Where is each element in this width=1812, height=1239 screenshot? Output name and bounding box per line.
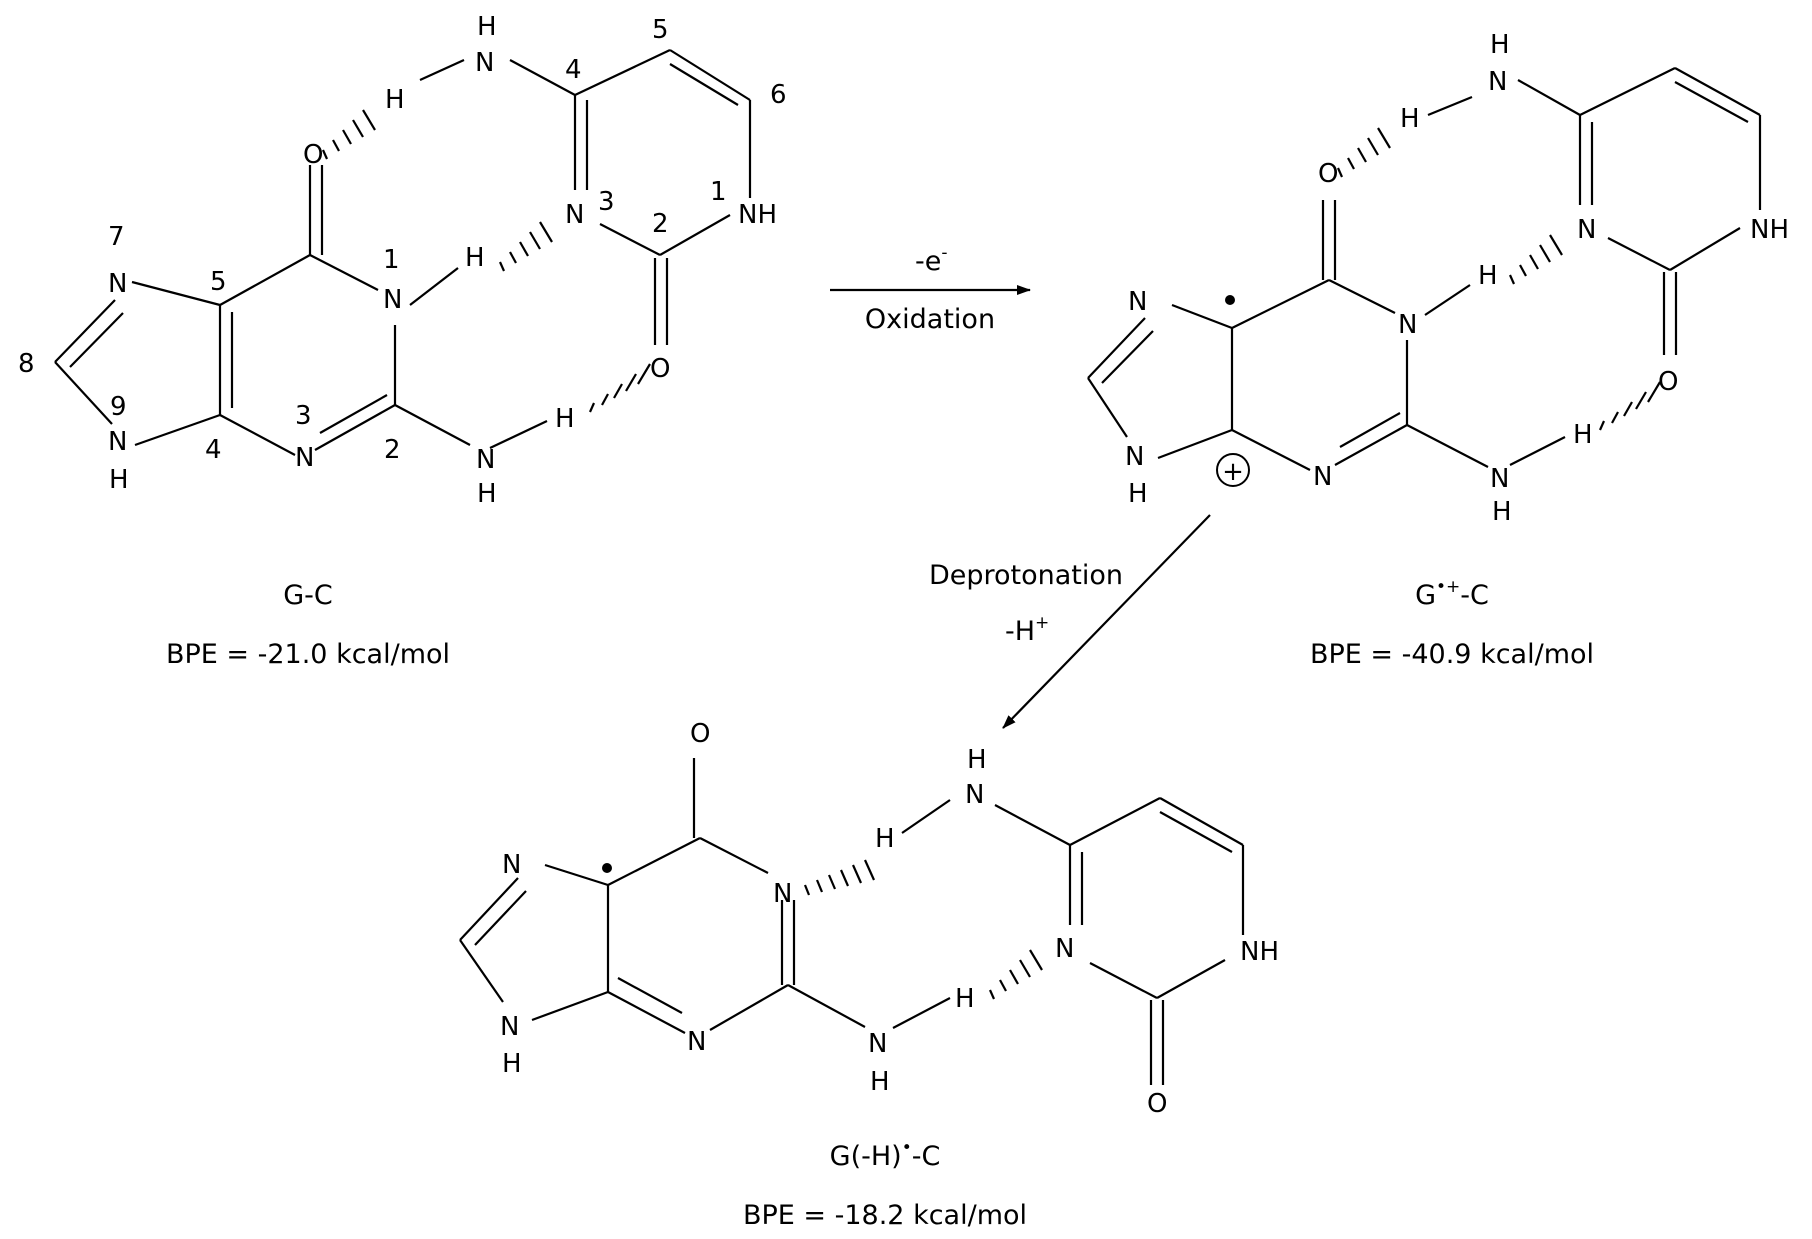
atom-label: N <box>1398 310 1417 340</box>
atom-label: N <box>1490 464 1509 494</box>
positive-charge: + <box>1216 453 1250 487</box>
atom-label: H <box>109 465 129 495</box>
gc-atom-labels: O N N N H N N H H H H N H N NH O <box>108 12 777 509</box>
atom-label: H <box>955 984 975 1014</box>
atom-label: N <box>868 1029 887 1059</box>
atom-label: O <box>650 354 670 384</box>
atom-label: NH <box>1240 937 1279 967</box>
deprotonation-label: Deprotonation <box>929 560 1123 591</box>
atom-label: H <box>555 404 575 434</box>
atom-label: N <box>1055 934 1074 964</box>
radical-dot <box>602 863 612 873</box>
atom-label: NH <box>738 200 777 230</box>
atom-label: N <box>1488 67 1507 97</box>
gh-c-hbonds <box>803 859 1043 1000</box>
position-number: 2 <box>652 209 669 239</box>
atom-label: H <box>1478 261 1498 291</box>
proton-label: -H+ <box>1005 613 1049 647</box>
atom-label: H <box>1400 104 1420 134</box>
position-number: 8 <box>18 349 35 379</box>
gc-cation-hbonds <box>1336 127 1661 431</box>
atom-label: O <box>690 719 710 749</box>
position-number: 1 <box>710 177 727 207</box>
position-number: 3 <box>295 401 312 431</box>
atom-label: H <box>502 1049 522 1079</box>
atom-label: H <box>1492 497 1512 527</box>
gh-c-bpe: BPE = -18.2 kcal/mol <box>743 1200 1027 1231</box>
position-number: 1 <box>383 245 400 275</box>
deprotonation-arrow: Deprotonation -H+ <box>929 514 1211 729</box>
gc-bpe: BPE = -21.0 kcal/mol <box>166 639 450 670</box>
atom-label: O <box>303 140 323 170</box>
gh-c-name: G(-H)•-C <box>830 1138 941 1172</box>
atom-label: N <box>475 48 494 78</box>
atom-label: O <box>1318 159 1338 189</box>
svg-text:+: + <box>1222 457 1244 487</box>
atom-label: H <box>870 1067 890 1097</box>
position-number: 5 <box>652 15 669 45</box>
atom-label: H <box>385 85 405 115</box>
structure-gh-c: O N N N H N N H H H N H N NH O G(-H)•-C … <box>459 719 1279 1231</box>
atom-label: N <box>500 1012 519 1042</box>
atom-label: N <box>965 780 984 810</box>
atom-label: H <box>465 243 485 273</box>
atom-label: H <box>1573 420 1593 450</box>
position-number: 7 <box>108 222 125 252</box>
gc-name: G-C <box>283 580 333 611</box>
gc-cation-name: G•+-C <box>1415 577 1489 611</box>
atom-label: H <box>477 479 497 509</box>
position-number: 6 <box>770 80 787 110</box>
atom-label: O <box>1658 367 1678 397</box>
atom-label: H <box>875 824 895 854</box>
atom-label: N <box>295 443 314 473</box>
gc-bonds <box>54 49 752 456</box>
structure-gc-cation: O N N N H N N H H H H N H N NH O + G•+-C… <box>1087 30 1789 670</box>
position-number: 4 <box>565 55 582 85</box>
oxidation-label: Oxidation <box>865 304 995 335</box>
gc-cation-bpe: BPE = -40.9 kcal/mol <box>1310 639 1594 670</box>
atom-label: N <box>108 269 127 299</box>
gc-position-numbers: 1 2 3 4 5 7 8 9 4 5 6 1 2 3 <box>18 15 787 465</box>
atom-label: H <box>967 745 987 775</box>
oxidation-arrow: -e- Oxidation <box>830 243 1031 335</box>
gc-cation-bonds <box>1087 67 1762 471</box>
position-number: 9 <box>110 392 127 422</box>
atom-label: N <box>1313 462 1332 492</box>
atom-label: N <box>1577 215 1596 245</box>
gc-cation-atom-labels: O N N N H N N H H H H N H N NH O <box>1125 30 1789 527</box>
position-number: 3 <box>598 187 615 217</box>
atom-label: NH <box>1750 215 1789 245</box>
radical-dot <box>1225 295 1235 305</box>
atom-label: N <box>687 1027 706 1057</box>
electron-label: -e- <box>915 243 948 277</box>
gh-c-atom-labels: O N N N H N N H H H N H N NH O <box>500 719 1279 1119</box>
atom-label: H <box>1128 479 1148 509</box>
atom-label: O <box>1147 1089 1167 1119</box>
atom-label: H <box>1490 30 1510 60</box>
atom-label: H <box>477 12 497 42</box>
atom-label: N <box>502 850 521 880</box>
atom-label: N <box>383 285 402 315</box>
atom-label: N <box>1128 287 1147 317</box>
atom-label: N <box>476 445 495 475</box>
position-number: 4 <box>205 435 222 465</box>
atom-label: N <box>1125 442 1144 472</box>
gc-hbonds <box>321 109 651 413</box>
atom-label: N <box>773 879 792 909</box>
position-number: 5 <box>210 267 227 297</box>
atom-label: N <box>108 427 127 457</box>
position-number: 2 <box>384 435 401 465</box>
gh-c-bonds <box>459 758 1245 1085</box>
structure-gc: O N N N H N N H H H H N H N NH O 1 2 3 4… <box>18 12 787 670</box>
atom-label: N <box>565 200 584 230</box>
